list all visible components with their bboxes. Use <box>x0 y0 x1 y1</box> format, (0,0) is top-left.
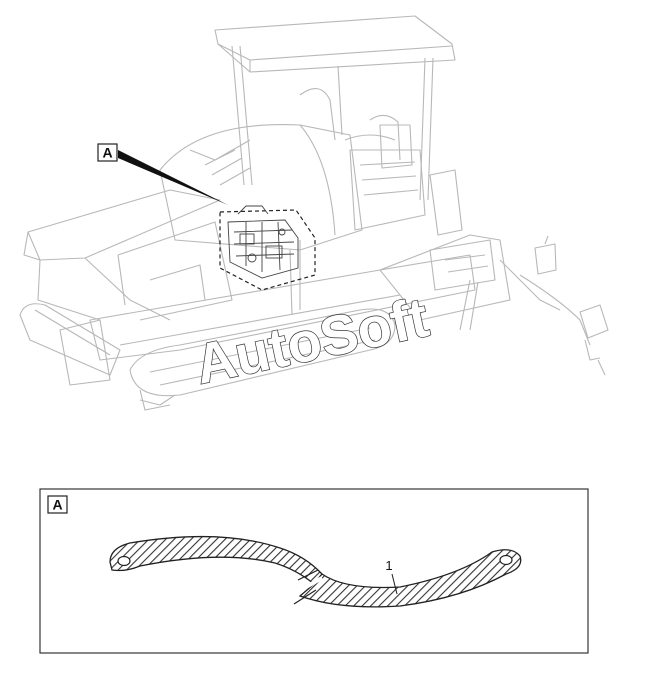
item-number-1: 1 <box>385 558 392 573</box>
detail-a-panel: A 1 <box>39 488 589 654</box>
battery-location-highlight <box>219 205 316 291</box>
callout-a-main: A <box>97 143 228 205</box>
leader-wedge <box>118 150 228 205</box>
callout-a-main-label: A <box>102 145 112 161</box>
ground-strap-part <box>109 535 522 608</box>
callout-a-detail-label: A <box>52 497 62 513</box>
callout-a-detail-box <box>47 495 68 514</box>
paver-machine-illustration <box>19 15 609 411</box>
item-leader-line <box>391 573 398 595</box>
